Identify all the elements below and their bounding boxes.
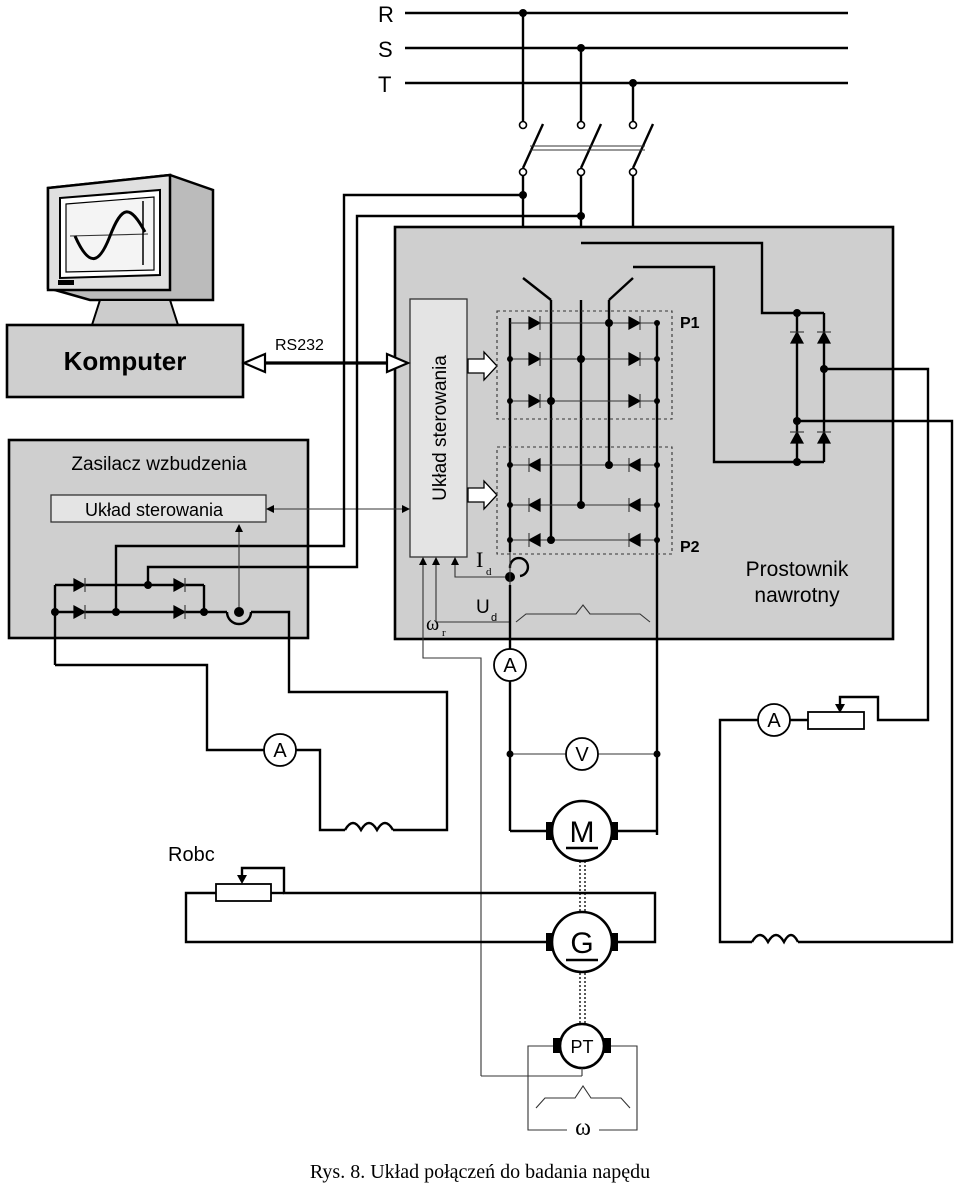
bridge-p1-label: P1 [680,315,700,332]
field-supply-box [7,438,310,640]
computer-monitor-icon [46,173,215,326]
phase-t-label: T [378,72,391,97]
field-control-unit [50,494,267,523]
rectifier-title-line2: nawrotny [754,584,840,607]
figure-caption: Rys. 8. Układ połączeń do badania napędu [310,1161,650,1183]
rectifier-control-unit [409,298,468,558]
armature-circuit [506,585,661,833]
control-link [266,505,410,513]
tachogenerator: PT [481,1022,638,1131]
rectifier-ac-feeds [522,241,797,540]
load-circuit [184,866,657,944]
dc-motor: M [546,799,618,863]
speed-feedback-label: ω [426,613,439,635]
right-ammeter-label: A [767,710,781,732]
phase-r-label: R [378,2,394,27]
current-feedback-label: I [476,547,483,572]
firing-arrows [467,350,498,511]
voltage-feedback-sub: d [491,612,497,624]
armature-voltmeter: V [565,737,599,771]
rectifier-control-label: Układ sterowania [430,355,451,501]
speed-symbol-background [567,1113,599,1143]
motor-label: M [570,816,595,849]
supply-lines: R S T [378,2,848,122]
voltage-feedback-label: U [476,597,490,618]
field-thyristor-bridge [51,193,581,833]
generator-label: G [570,927,593,960]
bridge-p2-label: P2 [680,539,700,556]
field-ammeter-label: A [273,740,287,762]
computer-label: Komputer [64,346,187,376]
rectifier-title-line1: Prostownik [746,558,849,581]
field-rheostat [807,711,865,730]
current-feedback-sub: d [486,566,492,578]
field-circuit-right [718,695,848,945]
thyristor-bridge-p1 [496,310,673,835]
reversible-rectifier-box [393,225,895,641]
armature-ammeter: A [493,648,527,682]
right-ammeter: A [757,703,791,737]
thyristor-bridge-p2 [496,446,673,555]
load-resistor [215,883,272,902]
field-control-label: Układ sterowania [85,500,224,520]
rs232-link [241,352,411,374]
speed-symbol: ω [575,1115,591,1141]
feedback-wiring [419,552,651,1076]
shaft [579,861,586,1025]
dc-generator: G [546,910,618,974]
field-ammeter: A [263,733,297,767]
armature-voltmeter-label: V [575,744,589,766]
load-resistor-label: Robc [168,844,215,866]
speed-feedback-sub: r [442,627,446,639]
field-diode-bridge [789,309,954,944]
armature-ammeter-label: A [503,655,517,677]
rs232-label: RS232 [275,337,324,354]
computer-box [5,323,245,399]
phase-s-label: S [378,37,393,62]
field-supply-title: Zasilacz wzbudzenia [71,454,247,475]
tachogenerator-label: PT [570,1037,593,1057]
